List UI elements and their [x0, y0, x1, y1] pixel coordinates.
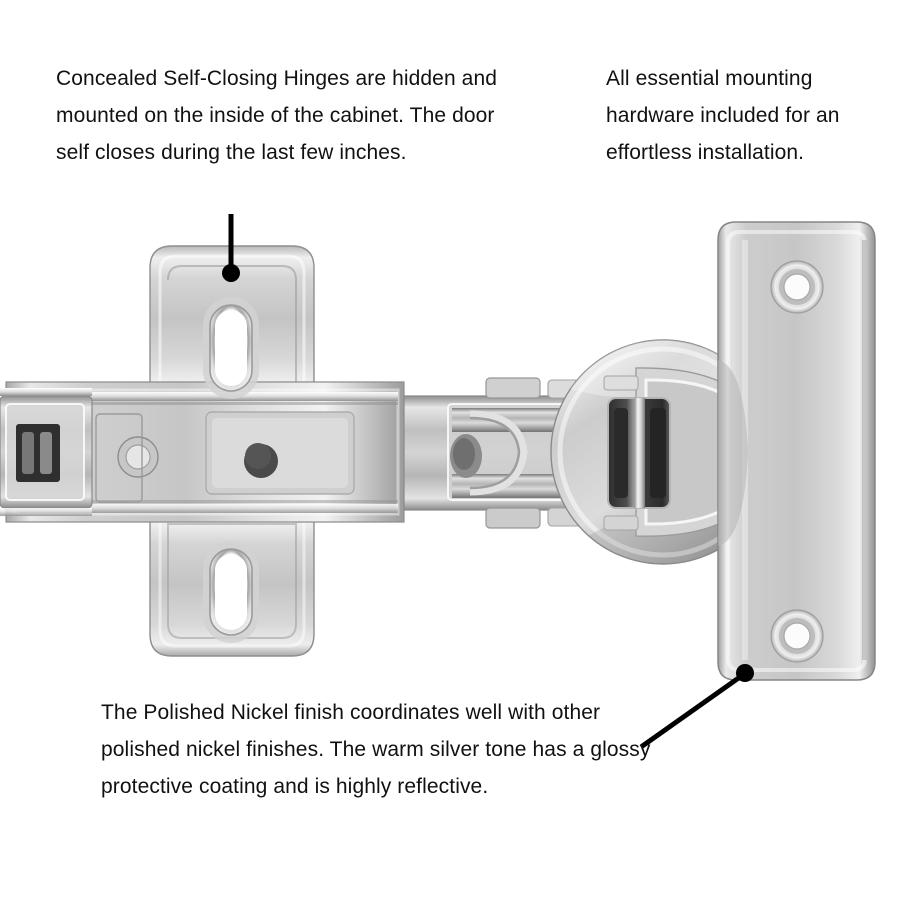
spring-housing — [0, 388, 159, 516]
door-mounting-plate — [717, 221, 876, 681]
callout-leader-bottom — [639, 664, 754, 750]
lower-screw-hole — [770, 609, 824, 663]
adjustment-slot-bottom — [203, 541, 259, 643]
callout-leader-top — [222, 214, 240, 282]
cup-recess — [607, 397, 671, 509]
callout-text-polished-nickel-finish: The Polished Nickel finish coordinates w… — [101, 701, 651, 798]
callout-text-mounting-hardware: All essential mounting hardware included… — [606, 67, 840, 164]
upper-screw-hole — [770, 260, 824, 314]
callout-text-concealed-hinges: Concealed Self-Closing Hinges are hidden… — [56, 67, 498, 164]
adjustment-slot-top — [203, 297, 259, 399]
mounting-plate — [5, 245, 405, 657]
